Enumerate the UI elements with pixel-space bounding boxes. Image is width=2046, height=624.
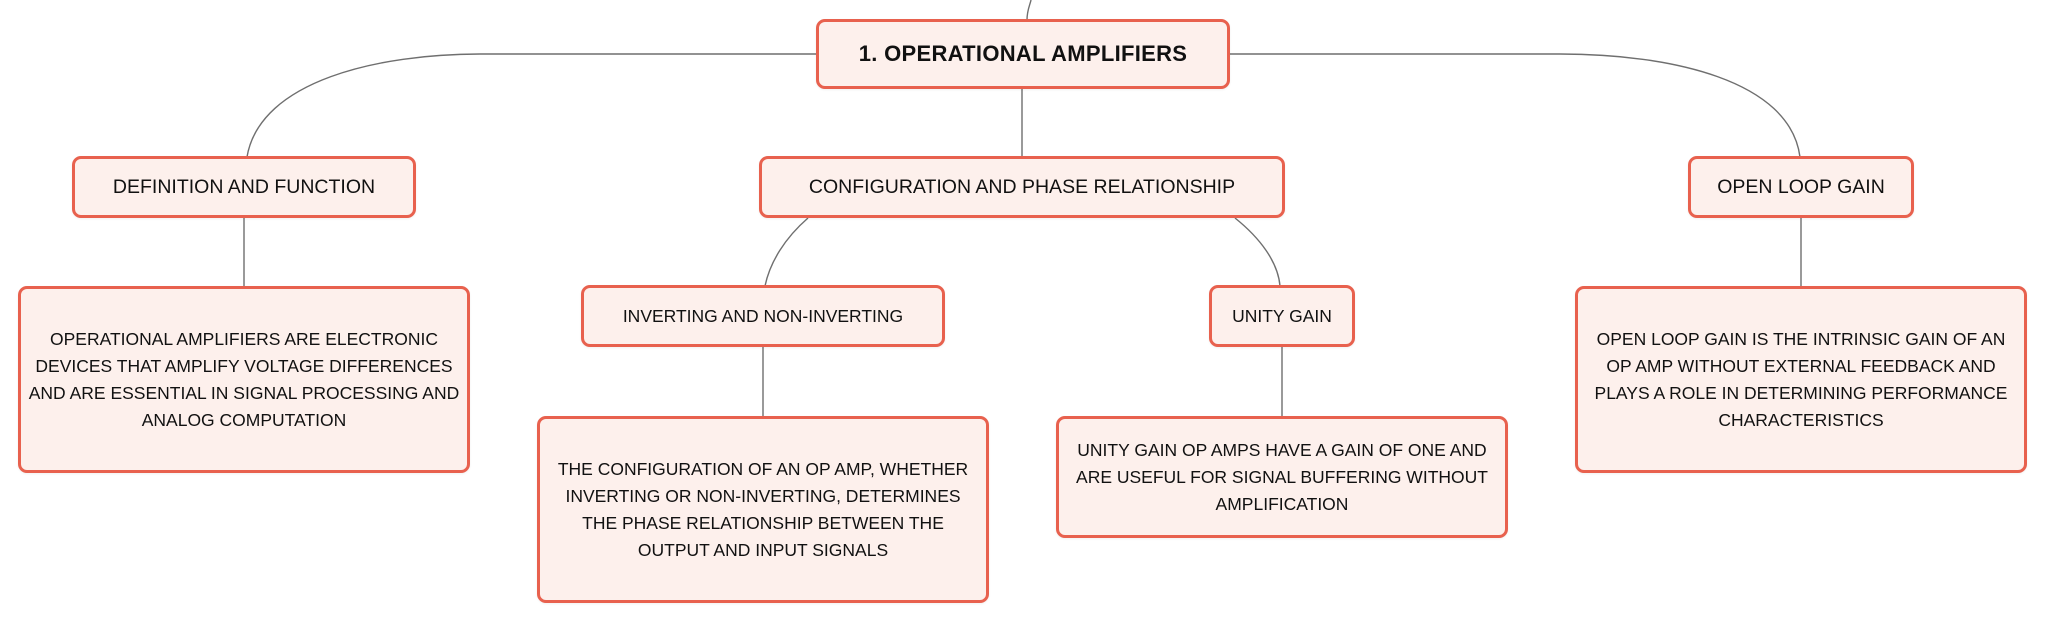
node-unity-gain-label: UNITY GAIN xyxy=(1232,305,1332,326)
node-configuration-and-phase-relationship[interactable]: CONFIGURATION AND PHASE RELATIONSHIP xyxy=(759,156,1285,218)
node-open-loop-gain-label: OPEN LOOP GAIN xyxy=(1717,175,1885,198)
node-inverting-and-non-inverting[interactable]: INVERTING AND NON-INVERTING xyxy=(581,285,945,347)
connector-root-parent xyxy=(1026,0,1032,21)
node-unity-gain[interactable]: UNITY GAIN xyxy=(1209,285,1355,347)
node-definition-and-function-label: DEFINITION AND FUNCTION xyxy=(112,175,376,198)
connector-configuration-to-inverting xyxy=(764,217,809,287)
connector-root-to-definition xyxy=(246,53,818,158)
root-node-label: 1. OPERATIONAL AMPLIFIERS xyxy=(858,41,1188,66)
node-inverting-and-non-inverting-label: INVERTING AND NON-INVERTING xyxy=(622,305,904,326)
root-node[interactable]: 1. OPERATIONAL AMPLIFIERS xyxy=(816,19,1230,89)
connector-root-to-open-loop xyxy=(1229,53,1801,158)
connector-configuration-to-unity xyxy=(1234,217,1281,287)
detail-definition-and-function-text: OPERATIONAL AMPLIFIERS ARE ELECTRONIC DE… xyxy=(28,328,460,430)
node-open-loop-gain[interactable]: OPEN LOOP GAIN xyxy=(1688,156,1914,218)
detail-open-loop-gain[interactable]: OPEN LOOP GAIN IS THE INTRINSIC GAIN OF … xyxy=(1575,286,2027,473)
detail-unity-gain-text: UNITY GAIN OP AMPS HAVE A GAIN OF ONE AN… xyxy=(1076,439,1488,514)
node-definition-and-function[interactable]: DEFINITION AND FUNCTION xyxy=(72,156,416,218)
node-configuration-and-phase-relationship-label: CONFIGURATION AND PHASE RELATIONSHIP xyxy=(808,175,1236,198)
detail-unity-gain[interactable]: UNITY GAIN OP AMPS HAVE A GAIN OF ONE AN… xyxy=(1056,416,1508,538)
detail-open-loop-gain-text: OPEN LOOP GAIN IS THE INTRINSIC GAIN OF … xyxy=(1594,328,2008,430)
detail-inverting-and-non-inverting[interactable]: THE CONFIGURATION OF AN OP AMP, WHETHER … xyxy=(537,416,989,603)
detail-inverting-and-non-inverting-text: THE CONFIGURATION OF AN OP AMP, WHETHER … xyxy=(557,458,969,560)
detail-definition-and-function[interactable]: OPERATIONAL AMPLIFIERS ARE ELECTRONIC DE… xyxy=(18,286,470,473)
